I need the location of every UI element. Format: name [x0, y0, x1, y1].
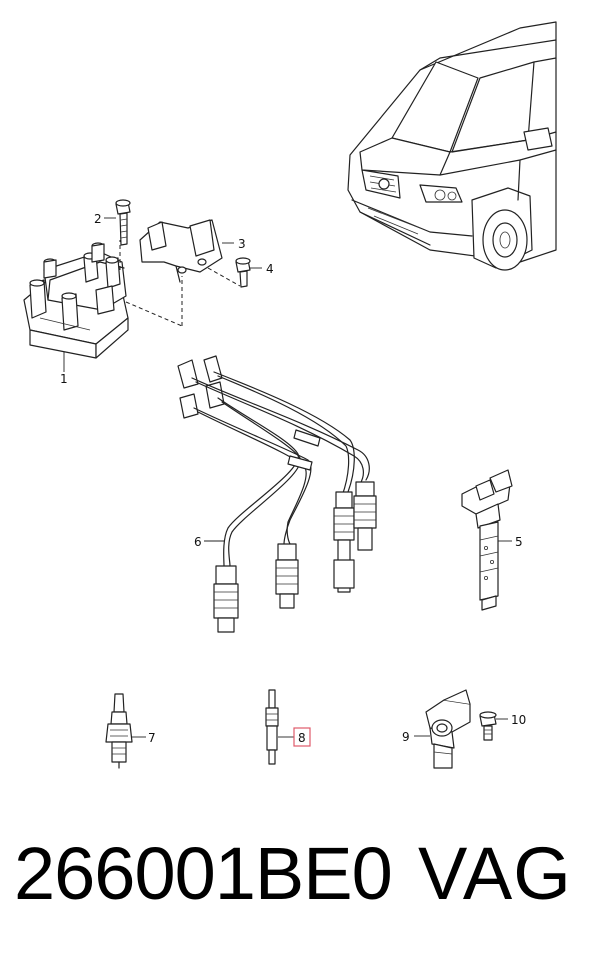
ignition-coil-pack: [23, 240, 183, 372]
callout-8-highlight: [293, 727, 311, 747]
ignition-coil-pencil: [461, 469, 513, 611]
callout-4: 4: [266, 262, 274, 276]
bolt-part-10: [479, 711, 508, 741]
callout-10: 10: [511, 713, 526, 727]
callout-5: 5: [515, 535, 523, 549]
bolt-part-2: [104, 199, 131, 246]
callout-6: 6: [194, 535, 202, 549]
part-number: 266001BE0: [14, 832, 393, 915]
bracket-part-3: [139, 219, 241, 287]
camshaft-sensor: [414, 689, 471, 769]
glow-plug: [265, 689, 311, 765]
footer: 266001BE0 VAG: [0, 830, 600, 930]
bolt-part-4: [235, 257, 262, 288]
spark-plug: [105, 693, 146, 769]
van-illustration: [347, 21, 557, 271]
callout-1: 1: [60, 372, 68, 386]
brand-name: VAG: [418, 832, 572, 915]
callout-7: 7: [148, 731, 156, 745]
callout-3: 3: [238, 237, 246, 251]
callout-2: 2: [94, 212, 102, 226]
callout-9: 9: [402, 730, 410, 744]
callout-8: 8: [298, 731, 306, 745]
ignition-wire-set: [177, 355, 377, 633]
